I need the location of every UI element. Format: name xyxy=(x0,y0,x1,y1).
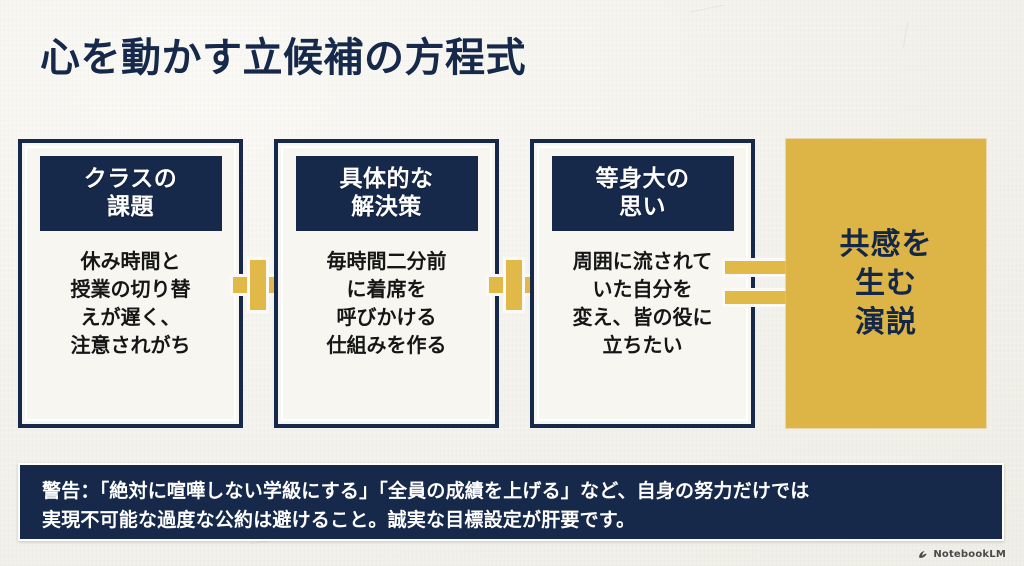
card-body-line: 周囲に流されて xyxy=(572,249,713,274)
plus-operator-icon xyxy=(486,257,542,313)
card-body-line: 立ちたい xyxy=(602,333,683,358)
card-inner: 等身大の 思い 周囲に流されて いた自分を 変え、皆の役に 立ちたい xyxy=(537,146,748,421)
card-header-line: 解決策 xyxy=(351,194,422,221)
paper-fiber xyxy=(902,22,909,48)
result-panel: 共感を 生む 演説 xyxy=(786,139,986,428)
equals-bottom-bar xyxy=(722,288,794,307)
card-body-line: 毎時間二分前 xyxy=(326,249,447,274)
card-body-line: 変え、皆の役に xyxy=(572,305,713,330)
plus-operator-icon xyxy=(230,257,286,313)
card-body-line: 仕組みを作る xyxy=(326,333,447,358)
warning-text: 警告：「絶対に喧嘩しない学級にする」「全員の成績を上げる」など、自身の努力だけで… xyxy=(42,477,982,535)
warning-line: 実現不可能な過度な公約は避けること。誠実な目標設定が肝要です。 xyxy=(42,508,636,531)
paper-fiber xyxy=(690,4,724,13)
result-line: 演説 xyxy=(855,305,917,340)
card-body-line: 休み時間と xyxy=(80,249,181,274)
equation-card-solution: 具体的な 解決策 毎時間二分前 に着席を 呼びかける 仕組みを作る xyxy=(274,139,499,428)
warning-banner: 警告：「絶対に喧嘩しない学級にする」「全員の成績を上げる」など、自身の努力だけで… xyxy=(18,463,1004,541)
card-inner: 具体的な 解決策 毎時間二分前 に着席を 呼びかける 仕組みを作る xyxy=(281,146,492,421)
card-body-line: 注意されがち xyxy=(70,333,191,358)
card-inner: クラスの 課題 休み時間と 授業の切り替 えが遅く、 注意されがち xyxy=(25,146,236,421)
result-line: 共感を xyxy=(839,227,933,262)
notebooklm-label: NotebookLM xyxy=(933,549,1006,560)
notebooklm-icon xyxy=(918,549,929,560)
equals-operator-icon xyxy=(722,258,794,314)
equation-card-personal-feeling: 等身大の 思い 周囲に流されて いた自分を 変え、皆の役に 立ちたい xyxy=(530,139,755,428)
card-body-line: に着席を xyxy=(346,277,427,302)
plus-vertical-bar xyxy=(503,257,525,313)
card-header: 等身大の 思い xyxy=(551,156,734,232)
card-body-line: いた自分を xyxy=(592,277,693,302)
warning-line: 警告：「絶対に喧嘩しない学級にする」「全員の成績を上げる」など、自身の努力だけで… xyxy=(42,480,810,502)
card-header-line: 等身大の xyxy=(595,166,690,192)
equals-top-bar xyxy=(722,258,794,277)
card-body-line: えが遅く、 xyxy=(80,305,181,330)
card-header: 具体的な 解決策 xyxy=(295,156,478,232)
card-header-line: クラスの xyxy=(83,166,178,192)
page-title: 心を動かす立候補の方程式 xyxy=(40,35,526,81)
result-line: 生む xyxy=(855,266,917,301)
card-body: 毎時間二分前 に着席を 呼びかける 仕組みを作る xyxy=(327,247,447,359)
card-body-line: 呼びかける xyxy=(336,305,437,330)
card-body: 周囲に流されて いた自分を 変え、皆の役に 立ちたい xyxy=(573,247,713,359)
notebooklm-watermark: NotebookLM xyxy=(918,549,1006,560)
result-text: 共感を 生む 演説 xyxy=(840,225,933,342)
card-header-line: 思い xyxy=(619,194,666,221)
card-header-line: 課題 xyxy=(107,194,154,221)
plus-vertical-bar xyxy=(247,257,269,313)
card-body: 休み時間と 授業の切り替 えが遅く、 注意されがち xyxy=(71,247,191,359)
equation-card-class-issue: クラスの 課題 休み時間と 授業の切り替 えが遅く、 注意されがち xyxy=(18,139,243,428)
card-header: クラスの 課題 xyxy=(39,156,222,232)
card-body-line: 授業の切り替 xyxy=(70,277,191,302)
card-header-line: 具体的な xyxy=(339,166,434,192)
